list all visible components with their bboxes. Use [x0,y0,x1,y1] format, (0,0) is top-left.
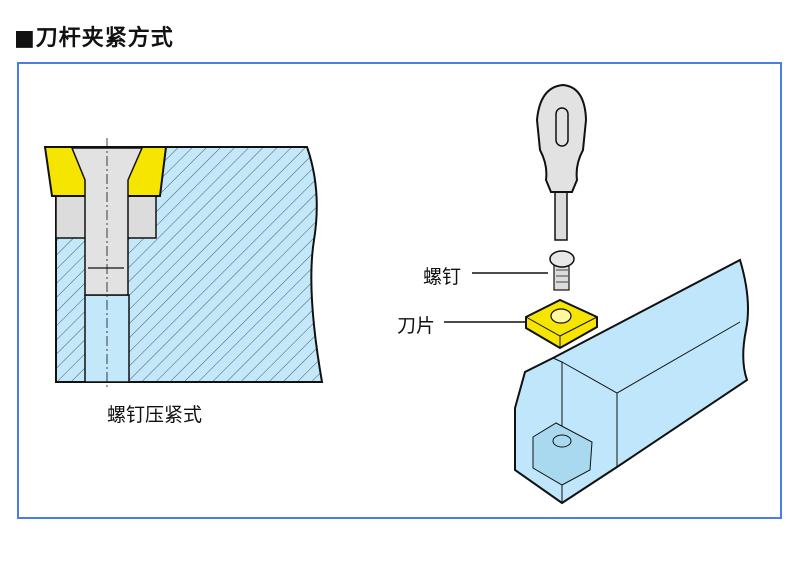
insert-seat [532,422,593,486]
isometric-view [444,83,749,505]
cross-section-view [43,138,324,390]
insert-label: 刀片 [397,315,436,337]
diagram-frame [17,62,782,519]
screw [549,250,575,291]
screwdriver [535,83,588,241]
insert [525,298,598,350]
screw-section [70,147,144,296]
left-diagram-caption: 螺钉压紧式 [107,404,203,426]
page-title: ■刀杆夹紧方式 [14,26,174,51]
screw-label: 螺钉 [423,266,462,288]
